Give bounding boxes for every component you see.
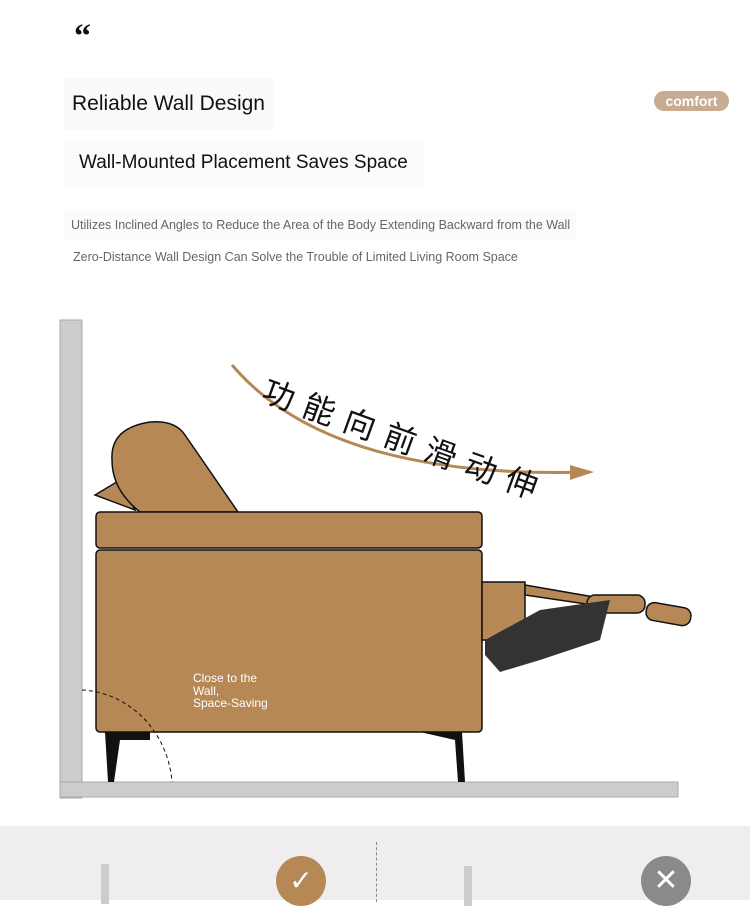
arrowhead-icon <box>570 465 594 480</box>
wall-gap-arc <box>81 689 173 783</box>
wall-thumbnail <box>101 864 109 904</box>
comfort-badge: comfort <box>654 91 729 111</box>
description-line-2: Zero-Distance Wall Design Can Solve the … <box>73 250 518 264</box>
slide-arrow <box>230 364 591 474</box>
sofa-leg <box>420 732 465 782</box>
comparison-section: ✓ ✕ <box>0 826 750 906</box>
sofa-diagram: 功能向前滑动伸 <box>59 319 692 799</box>
sofa <box>93 421 692 733</box>
page-title: Reliable Wall Design <box>64 78 273 130</box>
space-saving-note: Close to the Wall, Space-Saving <box>193 672 268 710</box>
arrow-label: 功能向前滑动伸 <box>257 372 543 507</box>
note-line: Wall, <box>193 683 220 698</box>
description-line-1: Utilizes Inclined Angles to Reduce the A… <box>64 210 578 240</box>
floor <box>59 781 679 798</box>
recliner-mechanism <box>485 600 610 672</box>
quote-mark: “ <box>74 18 91 55</box>
check-icon: ✓ <box>276 856 326 906</box>
note-line: Close to the <box>193 671 258 685</box>
page-subtitle: Wall-Mounted Placement Saves Space <box>64 140 423 186</box>
x-icon: ✕ <box>641 856 691 906</box>
wall <box>59 319 83 799</box>
wall-thumbnail <box>464 866 472 906</box>
note-line: Space-Saving <box>193 696 268 710</box>
sofa-leg <box>105 732 150 782</box>
divider <box>376 842 377 902</box>
